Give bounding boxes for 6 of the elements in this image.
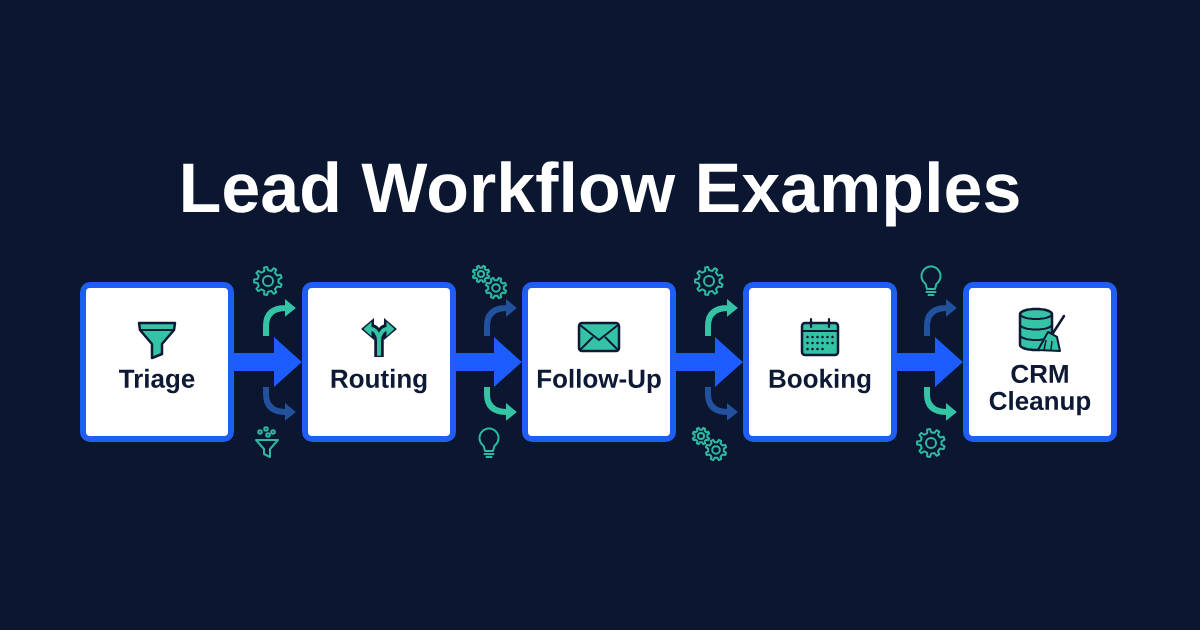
process-box: Booking <box>743 282 897 442</box>
title: Lead Workflow Examples <box>183 161 1019 227</box>
process-box: Routing <box>302 282 456 442</box>
process-box: Triage <box>80 282 234 442</box>
process-box: CRM Cleanup <box>963 282 1117 442</box>
process-box: Follow-Up <box>522 282 676 442</box>
